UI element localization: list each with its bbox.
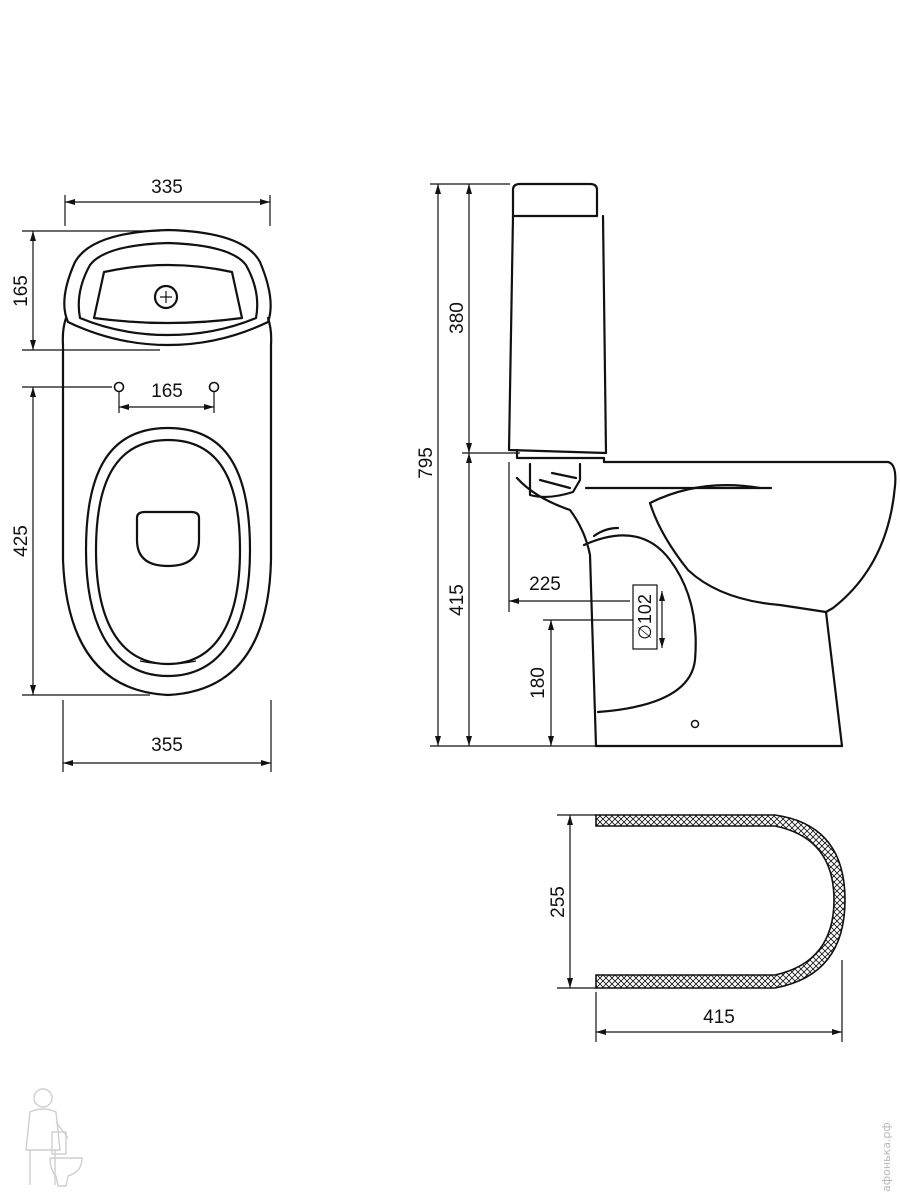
dim-outlet-height: 180 (528, 667, 549, 699)
flush-hole-icon (153, 284, 179, 310)
dim-bowl-length: 425 (11, 525, 32, 557)
bowl-interior (648, 484, 828, 614)
bolt-hole-right-icon (208, 381, 220, 393)
tank-lid (511, 182, 599, 218)
dim-footprint-length: 415 (703, 1007, 735, 1028)
footprint-outline (595, 814, 846, 989)
bowl-top-outline (602, 460, 897, 748)
drain-opening-icon (135, 510, 201, 568)
toilet-seat-outer (84, 426, 252, 678)
watermark-text: афонька.рф (880, 1122, 893, 1192)
dim-bowl-height: 415 (447, 584, 468, 616)
top-view-tank-inner (77, 241, 259, 337)
dim-outlet-offset: 225 (529, 574, 561, 595)
tank-body (507, 214, 608, 455)
dim-tank-depth: 165 (11, 275, 32, 307)
dim-width-bottom: 355 (151, 735, 183, 756)
dim-width-top: 335 (151, 177, 183, 198)
top-view-tank-outer (63, 228, 272, 347)
toilet-seat-inner (94, 438, 242, 666)
bolt-hole-left-icon (113, 381, 125, 393)
dim-total-height: 795 (416, 447, 437, 479)
trap-channel (582, 534, 697, 714)
plumber-logo-icon (25, 1088, 83, 1187)
dim-hole-spacing: 165 (151, 381, 183, 402)
dim-tank-height: 380 (447, 302, 468, 334)
flush-channel (528, 462, 582, 499)
top-view-tank-recess (92, 263, 244, 325)
top-view-body-outline (61, 316, 273, 697)
footprint-view: 255 415 (548, 814, 846, 1042)
dim-footprint-depth: 255 (548, 886, 569, 918)
dim-outlet-diameter: ∅102 (635, 594, 655, 640)
side-view: 795 380 415 225 ∅102 180 (416, 182, 897, 748)
top-view: 335 165 165 425 355 (11, 177, 273, 772)
